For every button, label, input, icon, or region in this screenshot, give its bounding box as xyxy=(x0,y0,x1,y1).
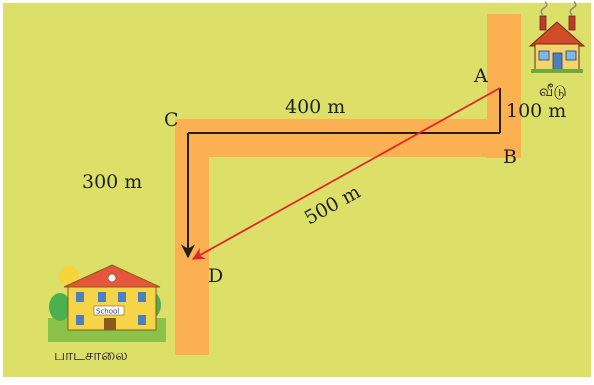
school-sign-text: School xyxy=(96,308,119,316)
displacement-arrow xyxy=(191,87,501,260)
distance-cd-label: 300 m xyxy=(82,171,142,193)
point-c-label: C xyxy=(164,109,179,131)
home-label: வீடு xyxy=(539,82,567,100)
distance-ab-label: 100 m xyxy=(506,100,566,122)
point-b-label: B xyxy=(503,146,517,168)
distance-cb-label: 400 m xyxy=(285,96,345,118)
school-icon: School xyxy=(48,264,166,342)
point-a-label: A xyxy=(473,65,488,87)
point-d-label: D xyxy=(208,265,223,287)
road xyxy=(175,14,521,355)
house-icon xyxy=(528,1,586,73)
school-label: பாடசாலை xyxy=(54,346,128,364)
road-vertical-left xyxy=(175,119,209,355)
road-horizontal xyxy=(175,119,521,157)
